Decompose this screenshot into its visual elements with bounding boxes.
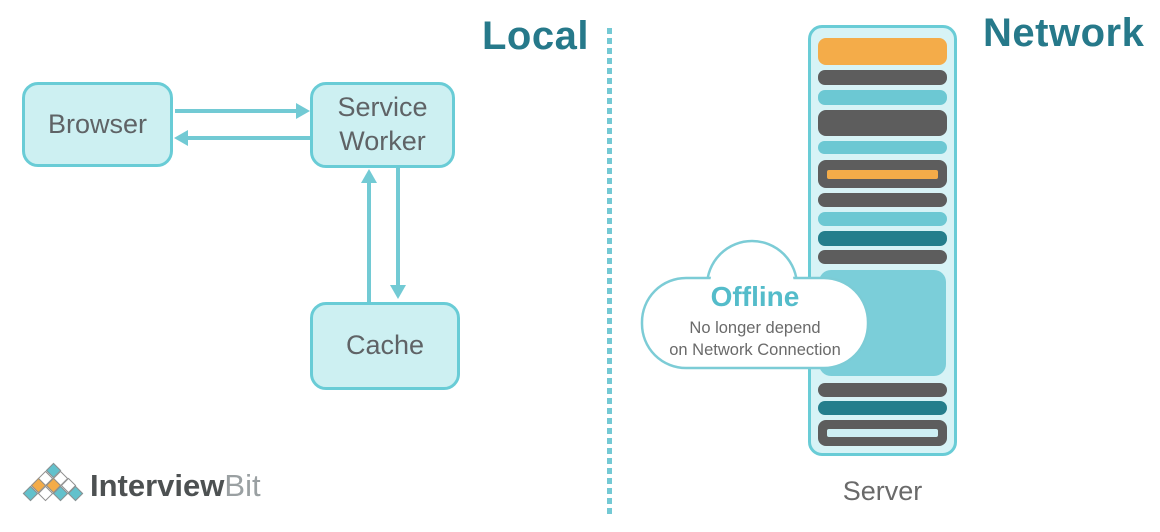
offline-caption-line1: No longer depend bbox=[689, 318, 821, 337]
arrow-serviceworker-to-cache-head bbox=[390, 285, 406, 299]
service-worker-node-label: Service Worker bbox=[337, 92, 428, 156]
arrow-serviceworker-to-cache-line bbox=[396, 168, 400, 286]
logo-text-light: Bit bbox=[224, 468, 261, 503]
server-label: Server bbox=[842, 476, 923, 506]
server-rack-bar bbox=[818, 160, 947, 188]
server-rack-bar bbox=[818, 70, 947, 85]
arrow-browser-to-serviceworker-line bbox=[175, 109, 297, 113]
offline-cloud-callout: Offline No longer depend on Network Conn… bbox=[630, 232, 880, 372]
offline-caption-line2: on Network Connection bbox=[669, 341, 841, 360]
server-rack-bar bbox=[818, 420, 947, 446]
arrow-serviceworker-to-browser-head bbox=[174, 130, 188, 146]
browser-node: Browser bbox=[22, 82, 173, 167]
service-worker-node: Service Worker bbox=[310, 82, 455, 168]
interviewbit-logo: InterviewBit bbox=[22, 462, 324, 513]
offline-title: Offline bbox=[710, 281, 800, 312]
server-rack-bar bbox=[818, 90, 947, 105]
arrow-cache-to-serviceworker-line bbox=[367, 182, 371, 302]
server-rack-bar-stripe bbox=[827, 429, 938, 437]
local-section-title: Local bbox=[482, 14, 589, 58]
network-section-title: Network bbox=[983, 11, 1145, 55]
server-rack-bar bbox=[818, 401, 947, 415]
interviewbit-logo-diamonds-icon bbox=[22, 462, 86, 509]
cloud-text-block: Offline No longer depend on Network Conn… bbox=[630, 281, 880, 361]
logo-text-bold: Interview bbox=[90, 468, 225, 503]
cache-node: Cache bbox=[310, 302, 460, 390]
server-rack-bar bbox=[818, 383, 947, 397]
server-rack-bar bbox=[818, 141, 947, 154]
server-rack-bar bbox=[818, 231, 947, 246]
server-rack-bar bbox=[818, 38, 947, 65]
arrow-browser-to-serviceworker-head bbox=[296, 103, 310, 119]
server-rack-bar bbox=[818, 250, 947, 264]
server-rack-bar bbox=[818, 212, 947, 226]
server-rack-bar-stripe bbox=[827, 170, 938, 179]
interviewbit-logo-text: InterviewBit bbox=[90, 468, 261, 504]
cache-node-label: Cache bbox=[345, 330, 425, 361]
cloud-shape bbox=[640, 239, 870, 370]
section-divider-dotted-line bbox=[607, 28, 612, 518]
server-rack-bar bbox=[818, 110, 947, 136]
arrow-cache-to-serviceworker-head bbox=[361, 169, 377, 183]
browser-node-label: Browser bbox=[47, 108, 148, 139]
arrow-serviceworker-to-browser-line bbox=[188, 136, 310, 140]
server-rack-bar bbox=[818, 193, 947, 207]
